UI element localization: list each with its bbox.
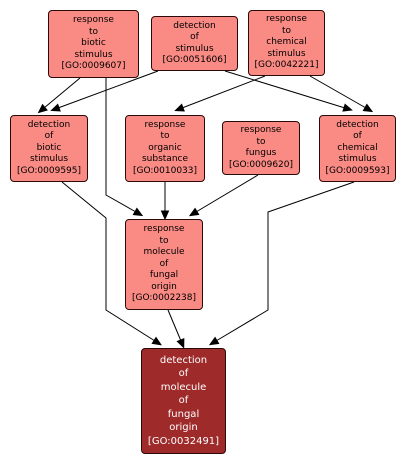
node-label-line: fungus [245,148,277,158]
arrowhead [188,207,200,217]
node-label-line: [GO:0009593] [325,165,390,176]
arrowhead [151,336,162,346]
node-label-line: [GO:0002238] [131,293,197,304]
node-label-line: stimulus [175,43,214,54]
node-label-line: response [144,119,186,130]
node-label-line: stimulus [29,154,69,165]
node-label-line: fungal [149,270,179,281]
node-label-line: stimulus [267,48,306,59]
node-label-line: to [88,26,99,37]
node-label-line: chemical [266,37,307,48]
node-label-line: to [281,25,292,36]
node-label-line: substance [141,154,189,165]
edge-line [215,181,355,342]
node-label-line: [GO:0042221] [254,60,319,71]
node-label-line: response [143,224,185,235]
edge-n_0002238-to-n_0032491 [167,309,185,349]
node-label-line: origin [169,422,198,434]
node-label-line: detection [173,20,216,31]
node-label-line: response [73,15,114,26]
arrowhead [208,336,220,346]
edge-n_0042221-to-n_0010033 [174,75,266,112]
edge-n_0042221-to-n_0009593 [309,75,374,113]
edge-line [57,70,159,109]
node-label-line: of [353,131,362,142]
node-label-line: response [266,14,307,25]
edge-line [61,181,156,342]
edge-line [195,174,259,213]
node-label-line: [GO:0032491] [147,435,220,447]
node-label-line: response [240,125,282,135]
node-label-line: chemical [337,142,378,153]
node-label-line: detection [159,354,208,366]
edge-line [181,75,266,109]
arrowhead [174,103,185,112]
edge-n_0009620-to-n_0002238 [188,174,259,217]
node-label-line: biotic [81,38,106,49]
arrowhead [132,207,144,217]
arrowhead [50,103,61,112]
edge-line [309,75,367,109]
node-label-line: molecule [160,381,207,393]
edge-n_0009607-to-n_0002238 [105,78,144,217]
arrowhead [342,103,353,112]
node-label-line: [GO:0009595] [16,165,82,176]
node-label-line: of [178,368,189,380]
edge-line [105,78,137,213]
edge-line [167,309,182,342]
node-label-line: to [256,136,266,147]
node-label-line: stimulus [338,154,377,165]
node-label-line: origin [151,281,177,292]
node-label-line: detection [336,119,379,130]
edge-line [43,77,81,109]
node-label-line: [GO:0010033] [132,165,198,176]
edge-n_0051606-to-n_0009595 [50,70,159,112]
node-label-line: to [160,131,170,142]
node-label-line: of [190,32,199,42]
node-label-line: [GO:0009620] [228,159,294,170]
node-label-line: of [44,131,54,142]
node-label-line: biotic [36,142,62,153]
node-label-line: detection [27,119,71,130]
node-label-line: of [178,395,189,407]
node-label-line: of [159,258,169,269]
arrowhead [160,210,170,221]
edge-n_0051606-to-n_0009593 [224,70,353,112]
node-label-line: molecule [143,247,185,258]
edge-n_0009593-to-n_0032491 [208,181,355,346]
edge-n_0009607-to-n_0009595 [37,77,81,114]
arrowhead [37,103,48,114]
node-label-line: fungal [167,408,200,420]
node-label-line: [GO:0009607] [61,61,126,72]
arrowhead [362,103,374,113]
node-label-line: stimulus [74,49,113,60]
edge-n_0010033-to-n_0002238 [160,182,170,221]
node-label-line: organic [148,142,182,153]
edge-n_0009595-to-n_0032491 [61,181,162,346]
edge-line [224,70,346,109]
node-label-line: to [159,235,169,246]
arrowhead [176,337,185,349]
node-label-line: [GO:0051606] [162,55,227,65]
